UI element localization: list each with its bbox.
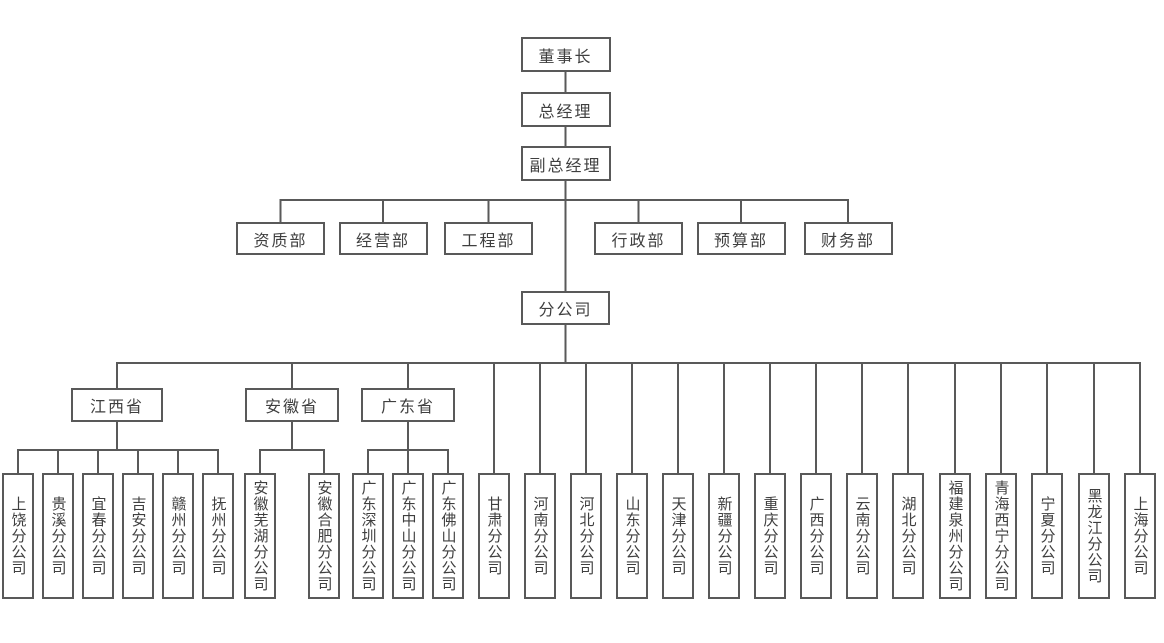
branch-fuzhou-jiangxi-label: 抚州分公司: [209, 496, 227, 576]
branch-chongqing: 重庆分公司: [754, 473, 786, 599]
branch-fuzhou-jiangxi: 抚州分公司: [202, 473, 234, 599]
province-guangdong: 广东省: [361, 388, 455, 422]
branch-shangrao-label: 上饶分公司: [9, 496, 27, 576]
province-jiangxi-label: 江西省: [89, 399, 144, 416]
branch-guangxi: 广西分公司: [800, 473, 832, 599]
branch-anhui-hefei: 安徽合肥分公司: [308, 473, 340, 599]
general-manager: 总经理: [520, 92, 611, 127]
branch-qinghai-xining: 青海西宁分公司: [985, 473, 1017, 599]
branch-ningxia: 宁夏分公司: [1031, 473, 1063, 599]
branch-guangdong-zhongshan-label: 广东中山分公司: [399, 480, 417, 592]
branch-chongqing-label: 重庆分公司: [761, 496, 779, 576]
dept-budget: 预算部: [696, 222, 786, 255]
branch-shanghai-label: 上海分公司: [1131, 496, 1149, 576]
branch-tianjin-label: 天津分公司: [669, 496, 687, 576]
branch-guangxi-label: 广西分公司: [807, 496, 825, 576]
branch-fujian-quanzhou: 福建泉州分公司: [939, 473, 971, 599]
branch-ganzhou-label: 赣州分公司: [169, 496, 187, 576]
branch-office: 分公司: [521, 291, 610, 325]
branch-henan: 河南分公司: [524, 473, 556, 599]
dept-operations: 经营部: [338, 222, 428, 255]
branch-anhui-wuhu-label: 安徽芜湖分公司: [251, 480, 269, 592]
branch-shangrao: 上饶分公司: [2, 473, 34, 599]
branch-office-label: 分公司: [538, 302, 593, 319]
branch-xinjiang: 新疆分公司: [708, 473, 740, 599]
branch-guixi-label: 贵溪分公司: [49, 496, 67, 576]
dept-qualification: 资质部: [236, 222, 325, 255]
branch-hebei: 河北分公司: [570, 473, 602, 599]
branch-ningxia-label: 宁夏分公司: [1038, 496, 1056, 576]
deputy-general-manager-label: 副总经理: [529, 157, 602, 175]
branch-anhui-hefei-label: 安徽合肥分公司: [315, 480, 333, 592]
chairman: 董事长: [520, 37, 611, 72]
dept-finance: 财务部: [803, 222, 893, 255]
branch-guangdong-shenzhen-label: 广东深圳分公司: [359, 480, 377, 592]
branch-heilongjiang-label: 黑龙江分公司: [1085, 488, 1103, 584]
branch-guangdong-foshan-label: 广东佛山分公司: [439, 480, 457, 592]
branch-shandong: 山东分公司: [616, 473, 648, 599]
branch-hubei: 湖北分公司: [892, 473, 924, 599]
deputy-general-manager: 副总经理: [520, 146, 611, 181]
general-manager-label: 总经理: [538, 103, 593, 121]
branch-ganzhou: 赣州分公司: [162, 473, 194, 599]
branch-guixi: 贵溪分公司: [42, 473, 74, 599]
dept-engineering: 工程部: [444, 222, 533, 255]
branch-gansu-label: 甘肃分公司: [485, 496, 503, 576]
dept-operations-label: 经营部: [355, 232, 410, 250]
branch-tianjin: 天津分公司: [662, 473, 694, 599]
branch-guangdong-shenzhen: 广东深圳分公司: [352, 473, 384, 599]
branch-henan-label: 河南分公司: [531, 496, 549, 576]
branch-shandong-label: 山东分公司: [623, 496, 641, 576]
dept-administration-label: 行政部: [611, 232, 666, 250]
branch-anhui-wuhu: 安徽芜湖分公司: [244, 473, 276, 599]
dept-qualification-label: 资质部: [253, 232, 308, 250]
province-anhui: 安徽省: [245, 388, 339, 422]
branch-qinghai-xining-label: 青海西宁分公司: [992, 480, 1010, 592]
dept-budget-label: 预算部: [713, 232, 768, 250]
branch-hebei-label: 河北分公司: [577, 496, 595, 576]
branch-gansu: 甘肃分公司: [478, 473, 510, 599]
branch-shanghai: 上海分公司: [1124, 473, 1156, 599]
branch-fujian-quanzhou-label: 福建泉州分公司: [946, 480, 964, 592]
branch-jian-label: 吉安分公司: [129, 496, 147, 576]
dept-finance-label: 财务部: [820, 232, 875, 250]
province-jiangxi: 江西省: [71, 388, 163, 422]
branch-yunnan: 云南分公司: [846, 473, 878, 599]
branch-guangdong-zhongshan: 广东中山分公司: [392, 473, 424, 599]
dept-engineering-label: 工程部: [461, 232, 516, 250]
chairman-label: 董事长: [538, 48, 593, 66]
branch-jian: 吉安分公司: [122, 473, 154, 599]
branch-yunnan-label: 云南分公司: [853, 496, 871, 576]
branch-xinjiang-label: 新疆分公司: [715, 496, 733, 576]
branch-guangdong-foshan: 广东佛山分公司: [432, 473, 464, 599]
province-anhui-label: 安徽省: [264, 399, 319, 416]
branch-hubei-label: 湖北分公司: [899, 496, 917, 576]
branch-yichun: 宜春分公司: [82, 473, 114, 599]
branch-yichun-label: 宜春分公司: [89, 496, 107, 576]
branch-heilongjiang: 黑龙江分公司: [1078, 473, 1110, 599]
dept-administration: 行政部: [594, 222, 683, 255]
province-guangdong-label: 广东省: [380, 399, 435, 416]
